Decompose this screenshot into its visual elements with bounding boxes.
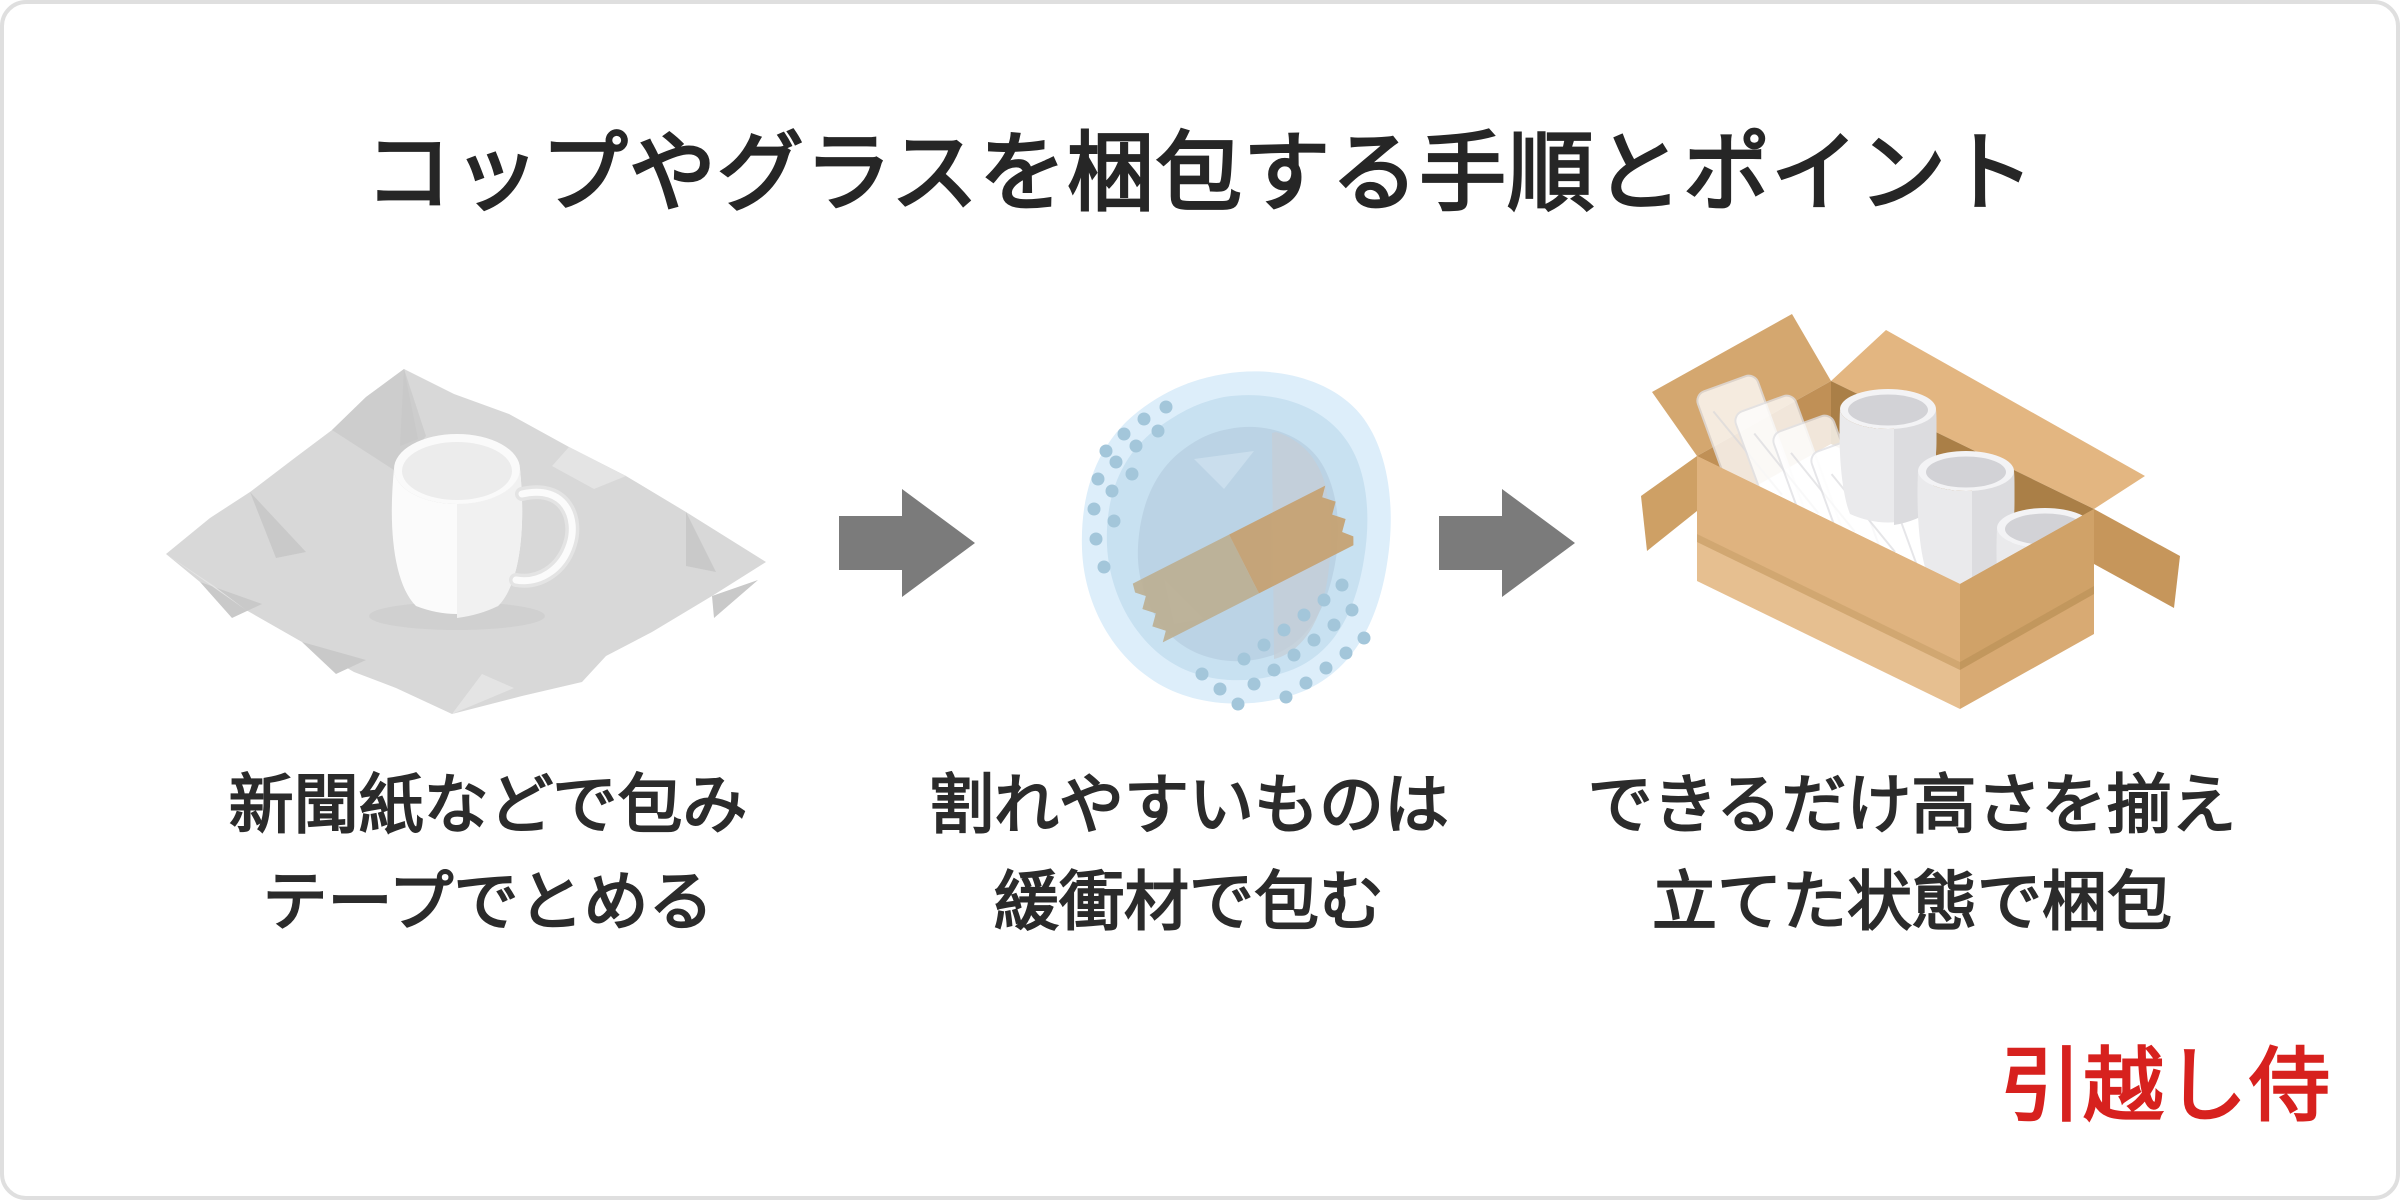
arrow-right-icon [1439,489,1575,597]
packing-tape [1132,485,1354,643]
step-2-caption-line-1: 割れやすいものは [928,768,1449,841]
brand-logo: 引越し侍 [1999,1042,2332,1132]
cup [1839,389,1937,525]
white-mug [369,434,580,630]
page-title: コップやグラスを梱包する手順とポイント [364,125,2036,222]
step-1-caption-line-1: 新聞紙などで包み [228,768,748,841]
step-2-caption: 割れやすいものは 緩衝材で包む [809,756,1569,950]
step-3-illustration [1624,304,2204,724]
step-3-caption: できるだけ高さを揃え 立てた状態で梱包 [1532,756,2292,950]
step-1-caption: 新聞紙などで包み テープでとめる [108,756,868,950]
step-3-caption-line-2: 立てた状態で梱包 [1651,865,2172,938]
cups-in-cardboard-box-illustration [1641,314,2180,709]
step-3-caption-line-1: できるだけ高さを揃え [1587,768,2237,841]
step-2-illustration [1054,359,1414,719]
step-2-caption-line-2: 緩衝材で包む [993,865,1384,938]
bubble-dots [1087,400,1371,711]
step-1-illustration [154,344,794,744]
mug-on-newspaper-illustration [166,369,766,714]
arrow-right-icon [839,489,975,597]
step-1-caption-line-2: テープでとめる [262,865,714,938]
cardboard-box [1641,314,2180,709]
bubble-wrapped-cup-illustration [1081,371,1391,711]
